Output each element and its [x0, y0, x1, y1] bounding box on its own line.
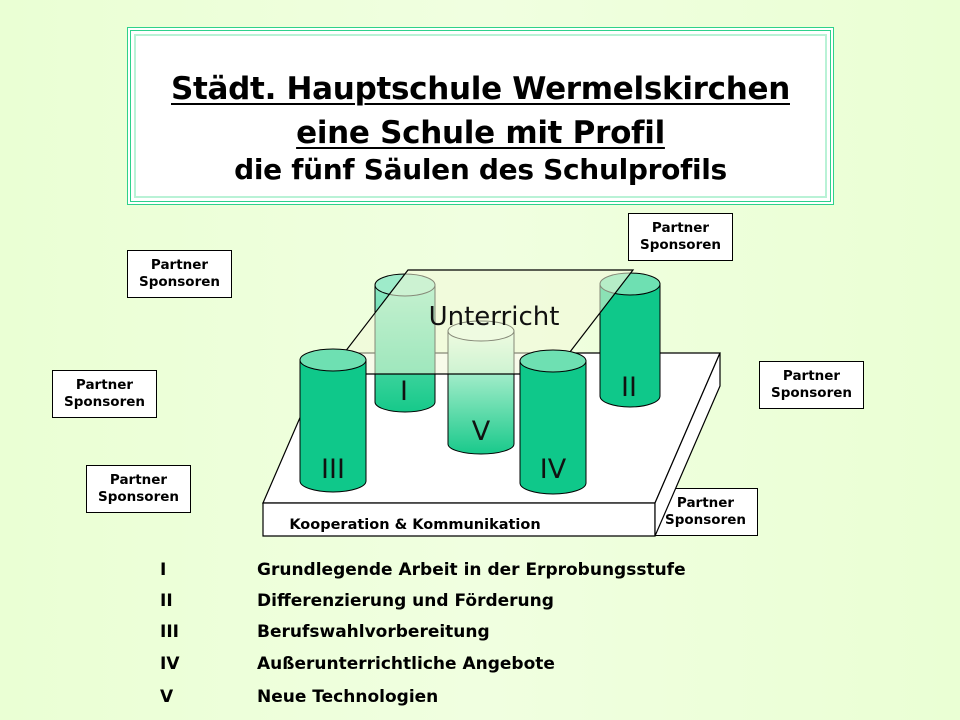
legend-text: Differenzierung und Förderung	[257, 591, 554, 611]
legend-text: Grundlegende Arbeit in der Erprobungsstu…	[257, 560, 686, 580]
pillar-iv	[519, 349, 587, 495]
legend-text: Berufswahlvorbereitung	[257, 622, 490, 642]
partner-box: Partner Sponsoren	[127, 250, 232, 298]
pillar-label-v: V	[472, 416, 491, 447]
profile-heading: eine Schule mit Profil	[296, 115, 665, 151]
pillar-label-iii: III	[321, 454, 345, 485]
partner-box: Partner Sponsoren	[86, 465, 191, 513]
partner-box: Partner Sponsoren	[628, 213, 733, 261]
subtitle: die fünf Säulen des Schulprofils	[234, 153, 727, 186]
legend-text: Neue Technologien	[257, 687, 439, 707]
school-name: Städt. Hauptschule Wermelskirchen	[171, 71, 790, 107]
legend-text: Außerunterrichtliche Angebote	[257, 654, 555, 674]
pillar-iii	[299, 348, 367, 493]
sponsor-label: Sponsoren	[770, 385, 852, 401]
legend-numeral: II	[160, 591, 173, 611]
roof-label: Unterricht	[429, 302, 560, 332]
sponsor-label: Sponsoren	[63, 394, 145, 410]
partner-label: Partner	[75, 377, 134, 393]
partner-label: Partner	[676, 495, 735, 511]
sponsor-label: Sponsoren	[138, 274, 220, 290]
partner-label: Partner	[109, 472, 168, 488]
legend-numeral: I	[160, 560, 167, 580]
legend-numeral: IV	[160, 654, 180, 674]
base-label: Kooperation & Kommunikation	[289, 517, 540, 533]
partner-label: Partner	[782, 368, 841, 384]
legend-numeral: V	[160, 687, 174, 707]
partner-label: Partner	[651, 220, 710, 236]
pillar-label-i: I	[400, 376, 408, 407]
pillar-label-ii: II	[621, 372, 637, 403]
sponsor-label: Sponsoren	[97, 489, 179, 505]
partner-label: Partner	[150, 257, 209, 273]
sponsor-label: Sponsoren	[639, 237, 721, 253]
title-box: Städt. Hauptschule Wermelskirchen eine S…	[127, 27, 834, 205]
legend-numeral: III	[160, 622, 179, 642]
pillar-label-iv: IV	[540, 454, 567, 485]
partner-box: Partner Sponsoren	[759, 361, 864, 409]
roof-plate	[326, 269, 635, 375]
partner-box: Partner Sponsoren	[52, 370, 157, 418]
sponsor-label: Sponsoren	[664, 512, 746, 528]
